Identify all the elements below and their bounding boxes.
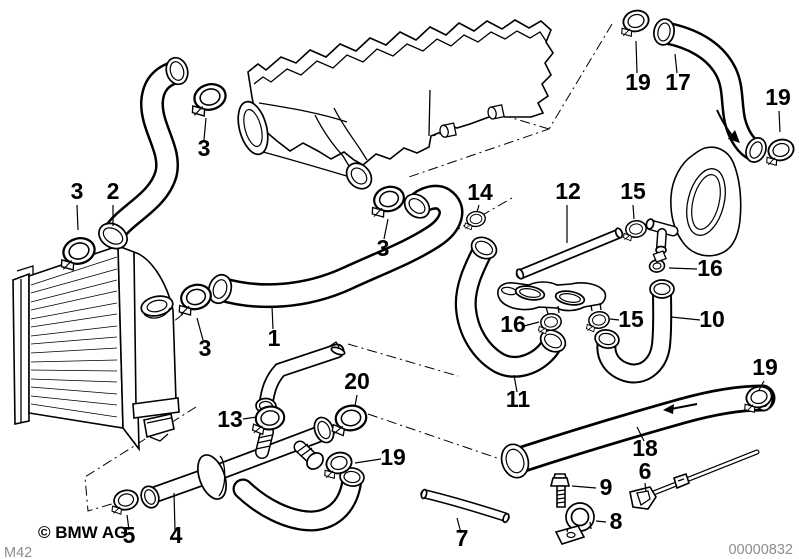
part-callout-2: 2 [107, 178, 120, 204]
leader-line [674, 53, 678, 74]
part-callout-17: 17 [665, 69, 691, 95]
part-callout-3: 3 [377, 235, 390, 261]
hose-11 [454, 236, 567, 378]
part-callout-18: 18 [632, 435, 658, 461]
radiator-fins [30, 256, 118, 418]
clamp-3-c [365, 182, 409, 221]
part-callout-6: 6 [639, 458, 652, 484]
drawing-number: 00000832 [728, 542, 793, 558]
part-callout-16: 16 [697, 255, 723, 281]
part-callout-20: 20 [344, 368, 370, 394]
radiator-outlet [143, 413, 175, 439]
footer: © BMW AG M42 00000832 [4, 523, 793, 559]
part-callout-9: 9 [600, 474, 613, 500]
leader-line [523, 321, 540, 327]
part-callout-19: 19 [625, 69, 651, 95]
pipe-12 [515, 227, 624, 280]
radiator-band [132, 397, 180, 419]
leader-line [271, 305, 274, 330]
part-callout-16: 16 [500, 311, 526, 337]
flow-arrow-17 [716, 109, 740, 143]
leader-line [196, 317, 204, 341]
clip-16-a [646, 249, 669, 274]
leader-line [354, 394, 358, 407]
leader-line [758, 380, 765, 391]
part-callout-7: 7 [456, 525, 469, 551]
leader-line [668, 267, 698, 270]
leader-line [513, 374, 518, 393]
leader-line [242, 416, 258, 420]
engine-block [237, 19, 554, 190]
part-callout-3: 3 [199, 335, 212, 361]
model-code: M42 [4, 545, 32, 559]
part-callout-19: 19 [765, 84, 791, 110]
leader-line [456, 517, 462, 534]
hose-10 [594, 279, 675, 384]
hose-1 [207, 184, 464, 309]
radiator-cap [140, 295, 174, 319]
hose-18 [500, 384, 776, 479]
p-clamp-8 [554, 502, 595, 545]
leader-line [635, 40, 638, 74]
leader-line [76, 204, 79, 231]
leader-line [778, 110, 781, 133]
leader-line [476, 204, 480, 213]
leader-line [354, 458, 382, 464]
hose-2 [98, 56, 189, 250]
clamp-3-a [185, 79, 231, 120]
port-plate [497, 281, 607, 315]
corrugation [255, 434, 273, 450]
pipe-flange [197, 454, 227, 500]
clamp-19-b [761, 135, 798, 169]
hose-17 [653, 18, 767, 163]
clamp-20 [327, 402, 370, 439]
part-callout-13: 13 [217, 406, 243, 432]
part-callout-10: 10 [699, 306, 725, 332]
engine-port [345, 162, 373, 190]
corrugation [296, 443, 313, 457]
leader-line [571, 485, 597, 489]
leader-line [632, 204, 635, 220]
part-callout-11: 11 [506, 386, 531, 412]
water-pipe-4 [140, 341, 346, 509]
cable-tie-6 [629, 449, 760, 510]
part-callout-12: 12 [555, 178, 581, 204]
engine-nipple [487, 104, 505, 120]
part-callout-19: 19 [752, 354, 778, 380]
bolt-9 [549, 473, 571, 508]
leader-line [173, 492, 176, 531]
part-callout-4: 4 [170, 522, 183, 548]
leader-line [636, 426, 645, 442]
leader-line [383, 218, 389, 240]
copyright-text: © BMW AG [38, 523, 127, 542]
clamp-19-a [616, 6, 653, 40]
part-callout-19: 19 [380, 444, 406, 470]
molded-hose [232, 467, 365, 532]
leader-line [126, 514, 130, 531]
part-callout-15: 15 [620, 178, 646, 204]
part-callout-8: 8 [610, 508, 623, 534]
clamp-5 [107, 487, 142, 517]
leader-line [644, 482, 647, 493]
leader-line [609, 318, 620, 321]
part-callout-1: 1 [268, 325, 281, 351]
part-callout-5: 5 [123, 522, 136, 548]
radiator [12, 244, 180, 452]
flow-arrow-18 [663, 403, 698, 414]
thermostat-housing [645, 146, 742, 257]
leader-line [595, 520, 607, 523]
clamp-15-a [620, 218, 649, 243]
engine-nipple [439, 122, 457, 138]
leader-line [670, 316, 701, 321]
leader-line [203, 117, 207, 141]
bent-pipe [255, 341, 346, 415]
part-callout-14: 14 [467, 179, 493, 205]
part-callout-15: 15 [618, 306, 644, 332]
part-callout-3: 3 [198, 135, 211, 161]
part-callout-3: 3 [71, 178, 84, 204]
leader-lines [76, 40, 781, 534]
clamp-14 [462, 209, 488, 232]
pipe-7 [420, 488, 510, 524]
